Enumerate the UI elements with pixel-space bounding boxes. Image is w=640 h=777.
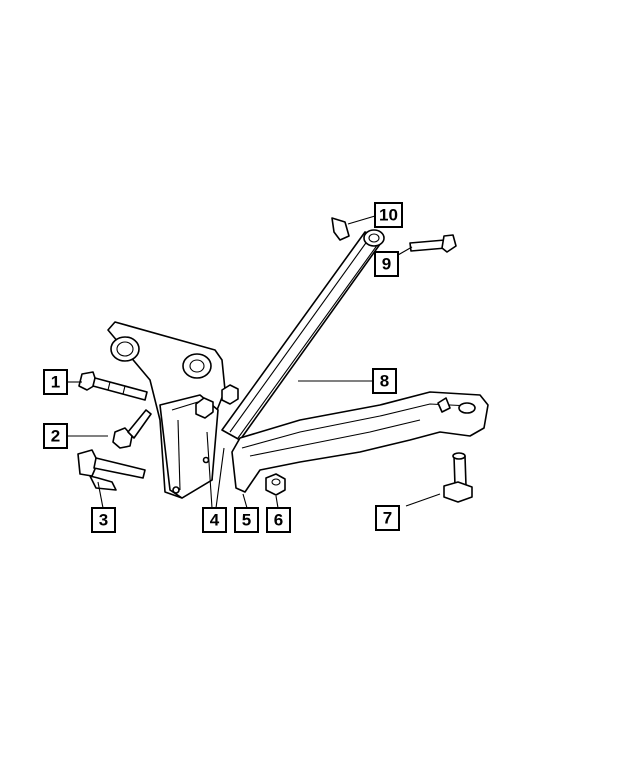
callout-9: 9 bbox=[374, 251, 399, 277]
bolt-2 bbox=[112, 409, 152, 449]
callout-label: 10 bbox=[379, 206, 398, 225]
lower-arm bbox=[231, 391, 489, 493]
callout-label: 9 bbox=[382, 255, 391, 274]
bolt-7 bbox=[443, 452, 473, 503]
callout-3: 3 bbox=[91, 507, 116, 533]
callout-2: 2 bbox=[43, 423, 68, 449]
brace-arm bbox=[221, 229, 385, 441]
callout-8: 8 bbox=[372, 368, 397, 394]
callout-label: 4 bbox=[210, 511, 220, 530]
mounting-bracket bbox=[107, 321, 239, 499]
callout-10: 10 bbox=[374, 202, 403, 228]
bolt-1 bbox=[78, 371, 148, 401]
callout-6: 6 bbox=[266, 507, 291, 533]
callout-label: 7 bbox=[383, 509, 392, 528]
callout-label: 3 bbox=[99, 511, 108, 530]
bolt-with-clip-3 bbox=[77, 449, 146, 491]
callout-7: 7 bbox=[375, 505, 400, 531]
callout-5: 5 bbox=[234, 507, 259, 533]
callout-label: 1 bbox=[51, 373, 60, 392]
leader-lines bbox=[67, 215, 441, 509]
callout-4: 4 bbox=[202, 507, 227, 533]
callout-label: 5 bbox=[242, 511, 251, 530]
callout-label: 2 bbox=[51, 427, 60, 446]
nut-6 bbox=[265, 473, 286, 496]
callout-label: 6 bbox=[274, 511, 283, 530]
clip-10 bbox=[331, 217, 350, 241]
callout-label: 8 bbox=[380, 372, 389, 391]
bolt-9 bbox=[409, 234, 457, 253]
callout-1: 1 bbox=[43, 369, 68, 395]
